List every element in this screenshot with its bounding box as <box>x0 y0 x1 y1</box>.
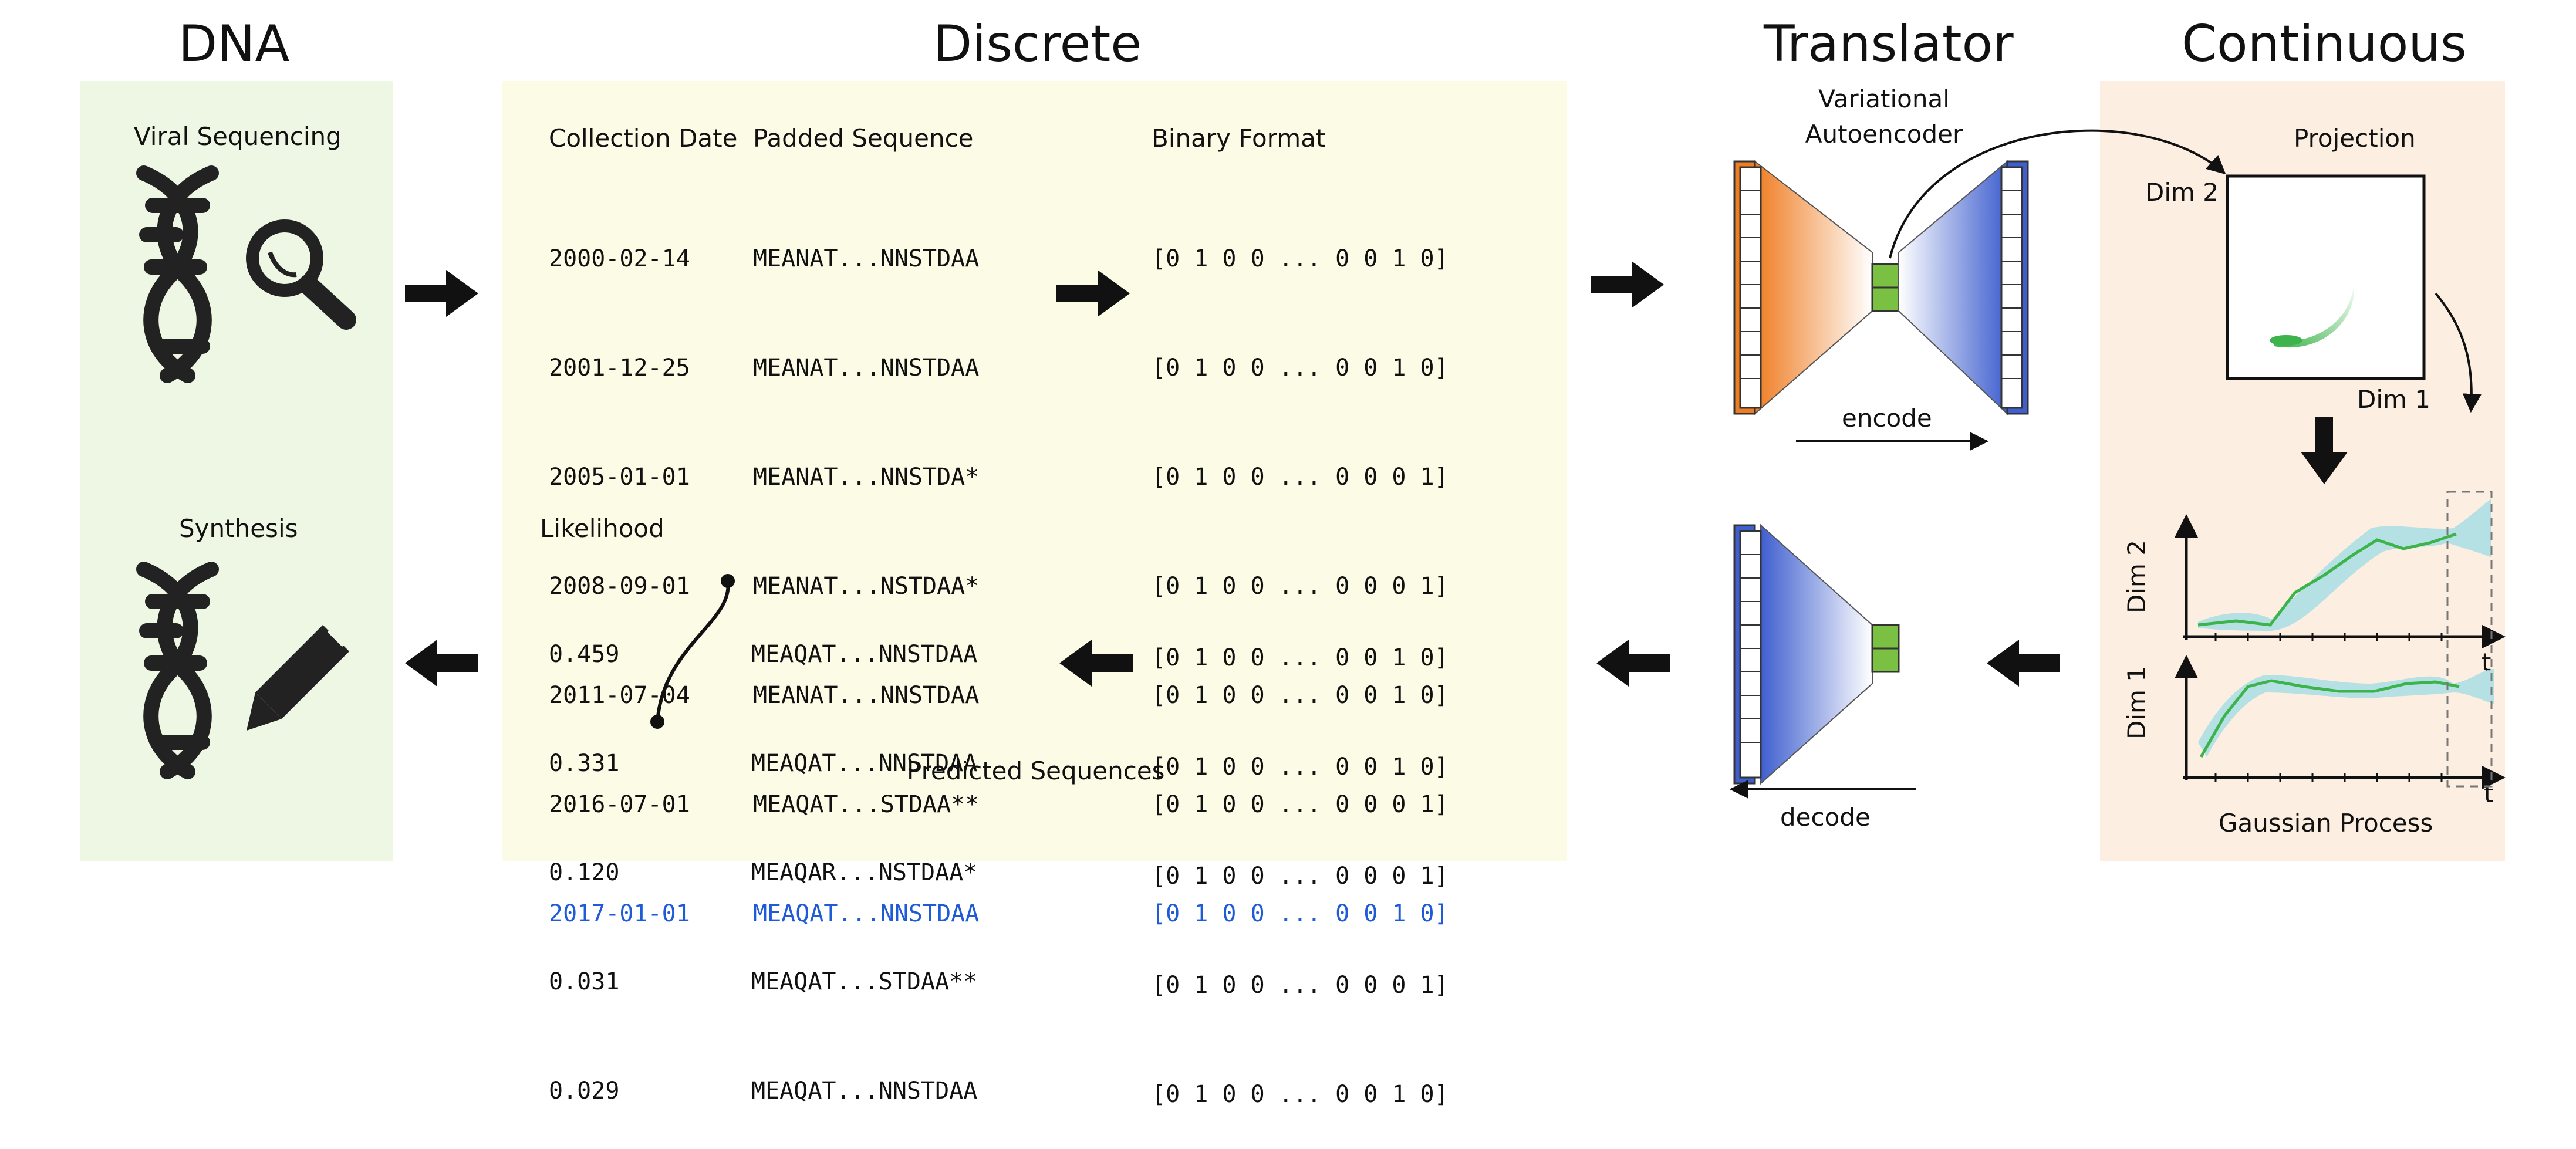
viral-sequencing-label: Viral Sequencing <box>134 122 342 151</box>
heading-dna: DNA <box>178 15 290 73</box>
projection-dim2-label: Dim 2 <box>2145 178 2219 207</box>
heading-translator: Translator <box>1764 15 2014 73</box>
arrow-left-icon <box>1059 640 1133 687</box>
heading-continuous: Continuous <box>2182 15 2467 73</box>
vae-label-line2: Autoencoder <box>1805 120 1963 148</box>
table-row-sequence: MEANAT...NSTDAA* <box>753 573 980 600</box>
likelihood-value: 0.031 <box>549 968 620 995</box>
predicted-sequence: MEAQAT...NNSTDAA <box>751 750 978 777</box>
arrow-left-icon <box>1987 640 2060 687</box>
arrow-right-icon <box>405 270 478 317</box>
table-row-sequence: MEANAT...NNSTDAA <box>753 354 980 381</box>
synthesis-label: Synthesis <box>179 514 298 543</box>
arrow-left-icon <box>1596 640 1670 687</box>
table-row-date: 2005-01-01 <box>549 464 690 491</box>
table-row-sequence: MEANAT...NNSTDA* <box>753 464 980 491</box>
likelihood-value: 0.029 <box>549 1077 620 1104</box>
encoder-output-layer <box>1898 160 2029 415</box>
gaussian-process-label: Gaussian Process <box>2219 809 2433 837</box>
table-row-binary: [0 1 0 0 ... 0 0 1 0] <box>1152 354 1449 381</box>
table-row-sequence: MEANAT...NNSTDAA <box>753 245 980 272</box>
padded-sequence-header: Padded Sequence <box>753 124 974 153</box>
table-row-date: 2001-12-25 <box>549 354 690 381</box>
projection-to-gp-arrow <box>2435 292 2482 413</box>
likelihood-header: Likelihood <box>540 514 664 543</box>
projection-plot <box>2226 174 2426 380</box>
encode-label: encode <box>1842 404 1932 432</box>
likelihood-value: 0.331 <box>549 750 620 777</box>
encoder-input-layer <box>1733 160 1873 415</box>
predicted-sequence: MEAQAT...STDAA** <box>751 968 978 995</box>
gp-plot-dim2 <box>2175 499 2506 648</box>
predicted-sequences-label: Predicted Sequences <box>907 756 1165 785</box>
binary-format-header: Binary Format <box>1152 124 1326 153</box>
decoder-layer <box>1733 523 1900 785</box>
arrow-left-icon <box>405 640 478 687</box>
likelihood-value: 0.459 <box>549 641 620 668</box>
output-binary: [0 1 0 0 ... 0 0 0 1] <box>1152 972 1449 999</box>
arrow-down-icon <box>2301 417 2348 484</box>
likelihood-selector <box>650 574 735 729</box>
projection-dim1-label: Dim 1 <box>2357 385 2430 414</box>
gp-t-label-top: t <box>2482 648 2491 677</box>
gp-plot-dim1 <box>2175 655 2506 789</box>
discrete-panel <box>502 81 1567 861</box>
table-row-binary: [0 1 0 0 ... 0 0 0 1] <box>1152 573 1449 600</box>
decode-label: decode <box>1780 803 1871 832</box>
predicted-sequence: MEAQAT...NNSTDAA <box>751 641 978 668</box>
table-row-binary: [0 1 0 0 ... 0 0 1 0] <box>1152 245 1449 272</box>
diagram-graphics <box>136 129 2506 799</box>
dna-icon <box>136 562 219 779</box>
output-binary: [0 1 0 0 ... 0 0 1 0] <box>1152 753 1449 780</box>
heading-discrete: Discrete <box>933 15 1142 73</box>
collection-date-header: Collection Date <box>549 124 738 153</box>
table-row-sequence: MEANAT...NNSTDAA <box>753 682 980 709</box>
dna-icon <box>136 165 219 383</box>
latent-code <box>1871 263 1900 312</box>
vae-label-line1: Variational <box>1818 85 1950 113</box>
table-row-sequence: MEAQAT...STDAA** <box>753 791 980 818</box>
table-row-date: 2000-02-14 <box>549 245 690 272</box>
arrow-right-icon <box>1056 270 1130 317</box>
pencil-icon <box>247 625 349 731</box>
prediction-window <box>2446 491 2493 788</box>
table-row-binary: [0 1 0 0 ... 0 0 1 0] <box>1152 682 1449 709</box>
magnifier-icon <box>246 219 356 330</box>
latent-to-projection-arrow <box>1889 129 2226 259</box>
projection-label: Projection <box>2294 124 2416 153</box>
table-row-binary: [0 1 0 0 ... 0 0 0 1] <box>1152 791 1449 818</box>
table-row-date: 2008-09-01 <box>549 573 690 600</box>
output-binary: [0 1 0 0 ... 0 0 1 0] <box>1152 644 1449 671</box>
output-binary: [0 1 0 0 ... 0 0 1 0] <box>1152 1081 1449 1108</box>
arrow-right-icon <box>1591 261 1664 308</box>
dna-panel <box>80 81 393 861</box>
predicted-sequence: MEAQAT...NNSTDAA <box>751 1077 978 1104</box>
table-row-date: 2016-07-01 <box>549 791 690 818</box>
table-row-binary: [0 1 0 0 ... 0 0 0 1] <box>1152 464 1449 491</box>
